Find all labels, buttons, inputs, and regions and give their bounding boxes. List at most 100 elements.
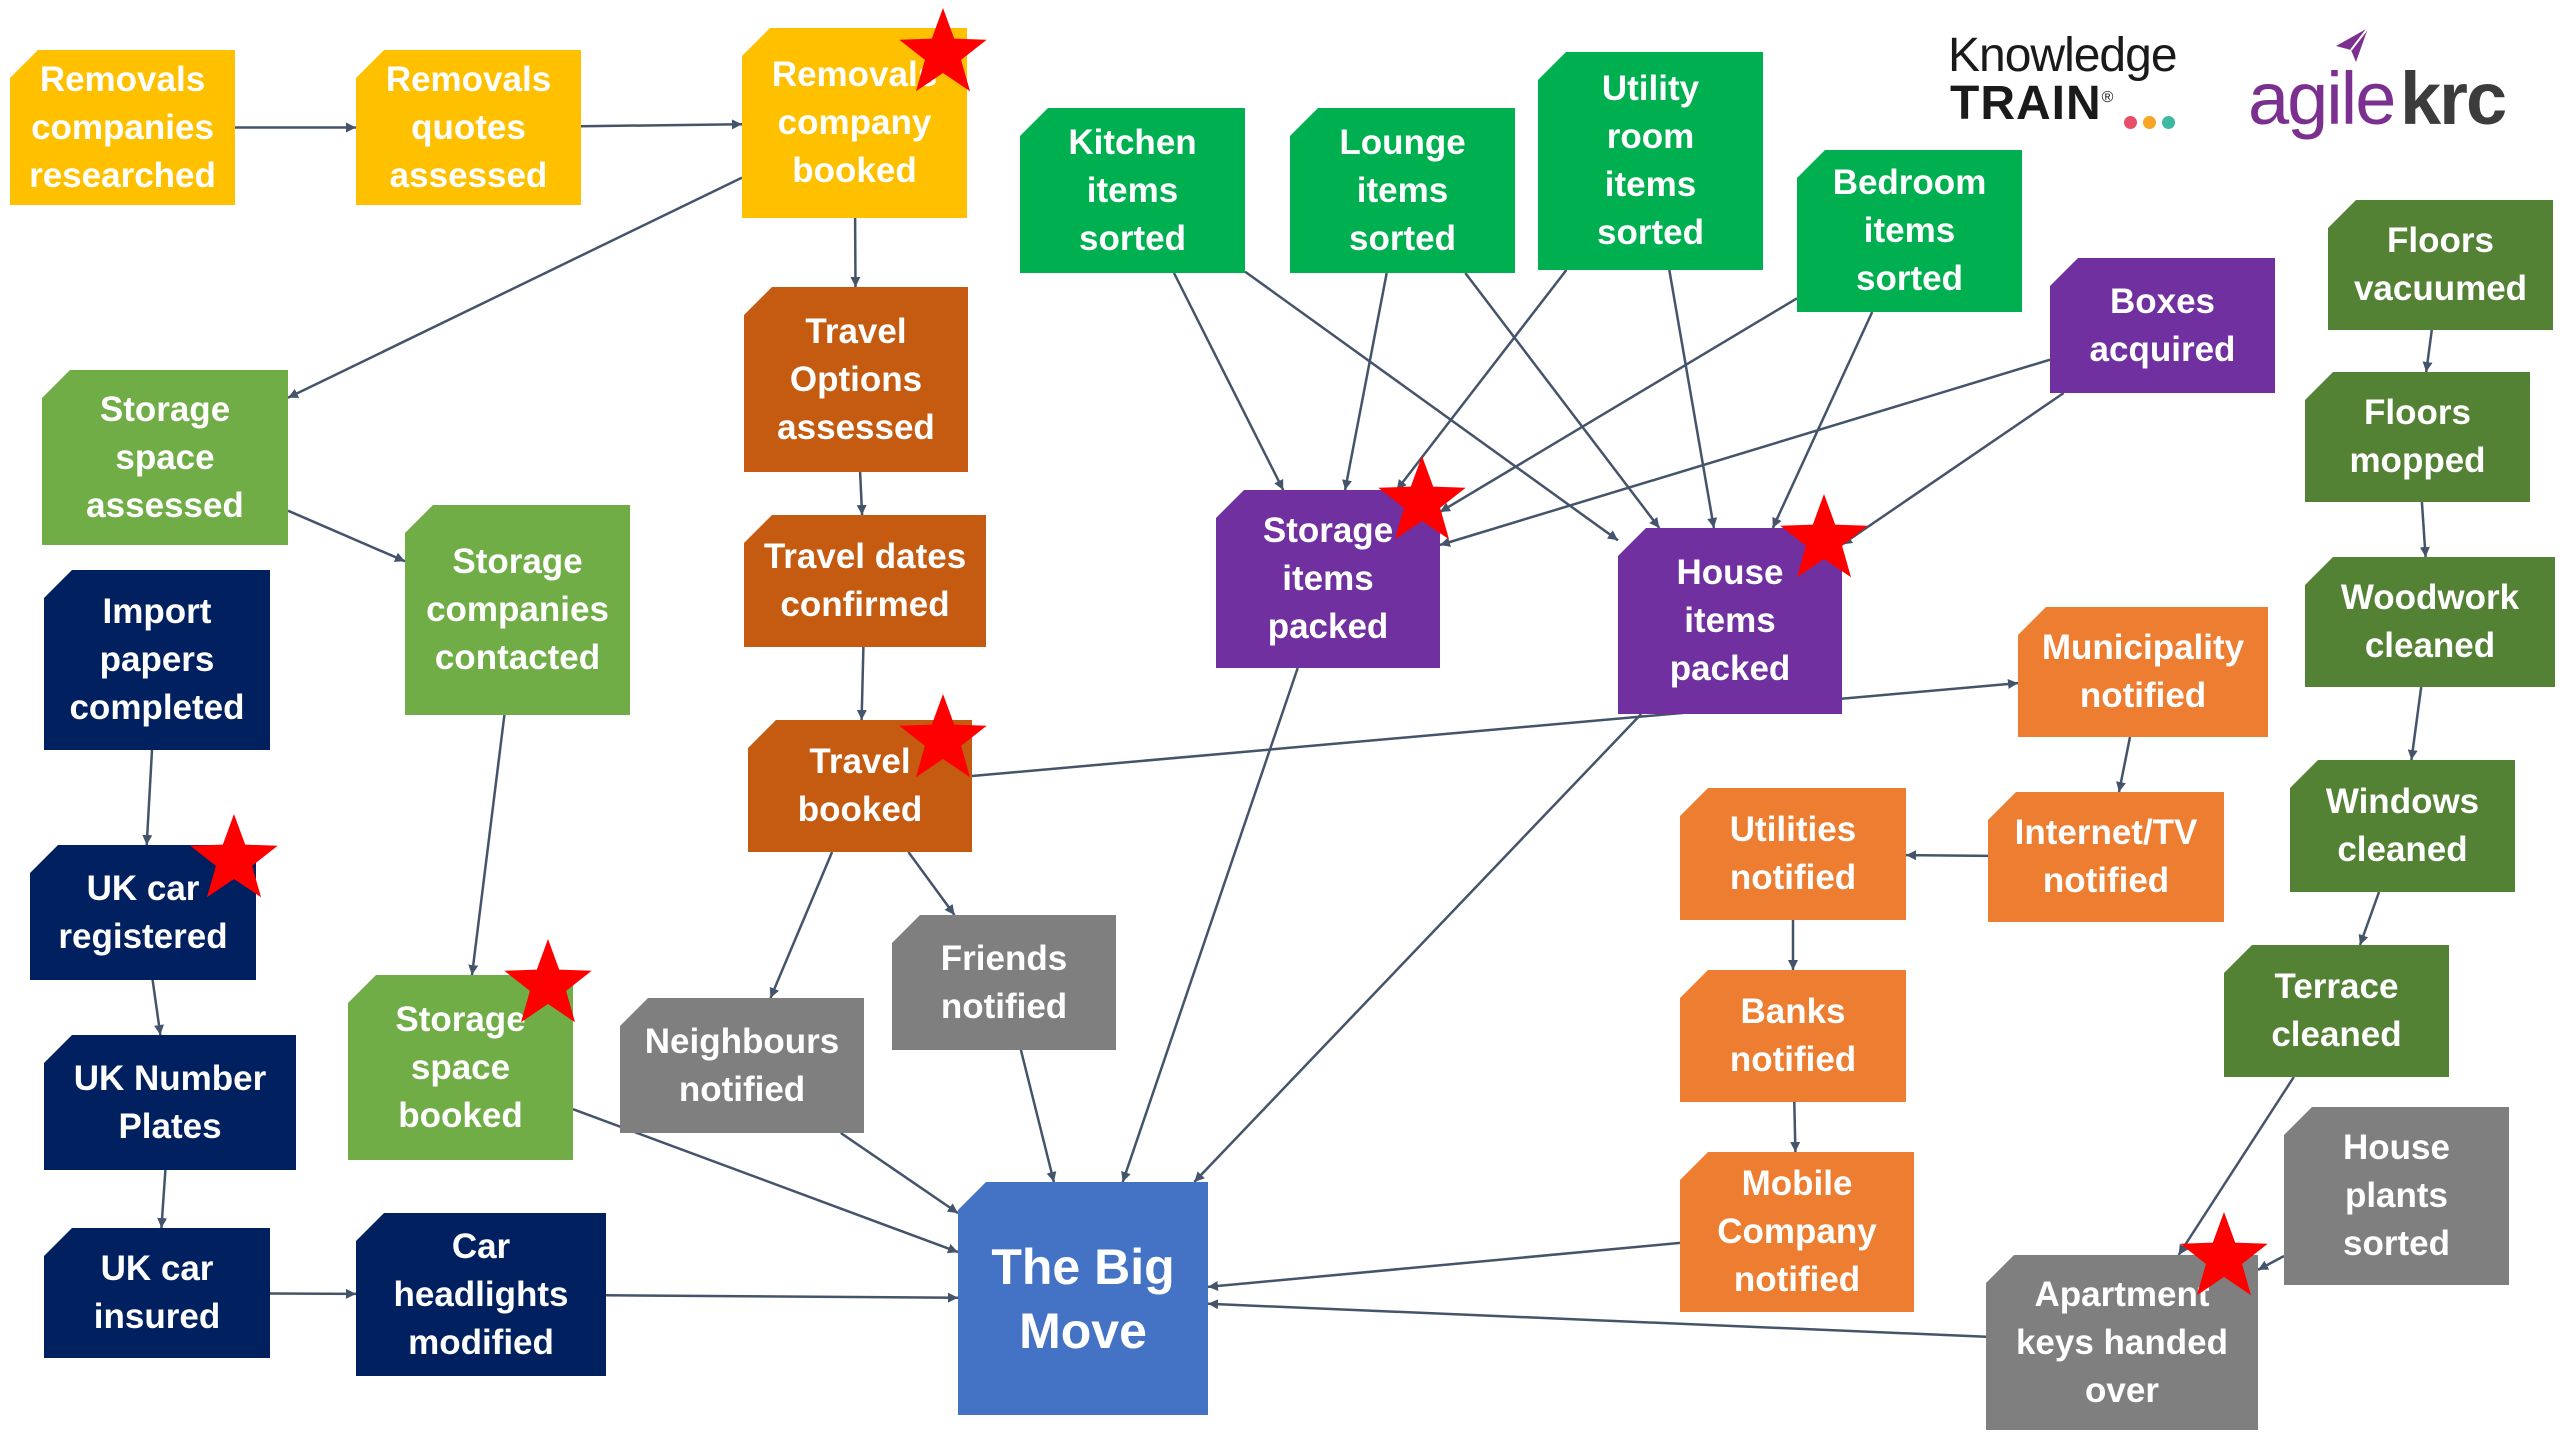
node-label: Neighbours notified xyxy=(644,1021,840,1109)
node-travel-options-assessed: Travel Options assessed xyxy=(744,287,968,472)
node-label: Travel dates confirmed xyxy=(763,537,967,624)
node-label: Storage items packed xyxy=(1262,511,1394,646)
node-label: Friends notified xyxy=(940,938,1068,1026)
node-label: Floors vacuumed xyxy=(2353,221,2528,308)
dependency-arrow xyxy=(1464,272,1661,529)
dependency-arrow xyxy=(1790,1101,1801,1153)
node-label: Municipality notified xyxy=(2041,628,2245,715)
dependency-arrow xyxy=(1207,1241,1681,1291)
node-travel-dates-confirmed: Travel dates confirmed xyxy=(744,515,986,647)
dependency-arrow xyxy=(1439,297,1798,514)
dependency-arrow xyxy=(2407,686,2423,761)
logo-dot xyxy=(2124,116,2137,129)
node-label: Bedroom items sorted xyxy=(1832,163,1987,298)
dependency-arrow xyxy=(856,646,867,721)
critical-star-icon xyxy=(2180,1212,2268,1296)
node-label: Utility room items sorted xyxy=(1597,69,1704,252)
node-label: UK car registered xyxy=(58,868,228,956)
node-label: Banks notified xyxy=(1729,992,1857,1079)
dependency-arrow xyxy=(1121,667,1299,1183)
node-label: Woodwork cleaned xyxy=(2340,578,2520,665)
node-label: Import papers completed xyxy=(69,592,245,727)
dependency-arrow xyxy=(907,851,956,916)
dependency-arrow xyxy=(151,979,164,1036)
knowledge-train-logo: Knowledge TRAIN® xyxy=(1948,24,2208,134)
node-friends-notified: Friends notified xyxy=(892,915,1116,1050)
logo-dot xyxy=(2143,116,2156,129)
dependency-arrow xyxy=(287,176,743,399)
critical-star-icon xyxy=(504,939,592,1023)
node-floors-mopped: Floors mopped xyxy=(2305,372,2530,502)
dependency-arrow xyxy=(971,679,2019,778)
critical-star-icon xyxy=(1378,456,1466,540)
node-label: House items packed xyxy=(1669,553,1791,688)
node-label: UK Number Plates xyxy=(73,1058,267,1146)
node-label: House plants sorted xyxy=(2343,1128,2450,1263)
node-municipality-notified: Municipality notified xyxy=(2018,607,2268,737)
node-label: Boxes acquired xyxy=(2089,281,2236,369)
dependency-arrow xyxy=(1841,391,2065,546)
registered-mark: ® xyxy=(2101,89,2115,106)
node-label: Travel Options assessed xyxy=(777,311,935,447)
dependency-arrow xyxy=(580,119,743,130)
node-woodwork-cleaned: Woodwork cleaned xyxy=(2305,557,2555,687)
node-label: Travel booked xyxy=(797,742,923,829)
agilekrc-logo: agile krc xyxy=(2248,26,2538,140)
node-label: Terrace cleaned xyxy=(2271,967,2402,1054)
node-label: Storage space booked xyxy=(395,999,526,1135)
node-uk-car-insured: UK car insured xyxy=(44,1228,270,1358)
dependency-arrow xyxy=(2116,736,2132,793)
node-label: Utilities notified xyxy=(1729,810,1857,897)
node-floors-vacuumed: Floors vacuumed xyxy=(2328,200,2553,330)
logo-agile-text: agile xyxy=(2248,57,2396,140)
logo-train-word: TRAIN xyxy=(1950,77,2102,130)
node-storage-companies-contacted: Storage companies contacted xyxy=(405,505,630,715)
critical-star-icon xyxy=(899,8,987,92)
logo-dots xyxy=(2124,116,2181,134)
dependency-arrow xyxy=(1905,850,1989,861)
node-storage-space-assessed: Storage space assessed xyxy=(42,370,288,545)
node-label: Storage companies contacted xyxy=(426,542,609,677)
logo-text-line1: Knowledge xyxy=(1948,29,2178,82)
node-removals-companies-researched: Removals companies researched xyxy=(10,50,235,205)
node-label: Storage space assessed xyxy=(86,389,244,525)
critical-star-icon xyxy=(1780,494,1868,578)
node-label: Mobile Company notified xyxy=(1717,1164,1877,1299)
node-import-papers-completed: Import papers completed xyxy=(44,570,270,750)
node-kitchen-items-sorted: Kitchen items sorted xyxy=(1020,108,1245,273)
node-house-plants-sorted: House plants sorted xyxy=(2284,1107,2509,1285)
node-utility-room-items-sorted: Utility room items sorted xyxy=(1538,52,1763,270)
dependency-arrow xyxy=(840,1131,959,1215)
logo-text-line2: TRAIN® xyxy=(1950,76,2114,131)
node-label: Windows cleaned xyxy=(2325,782,2480,869)
dependency-arrow xyxy=(1193,713,1643,1183)
dependency-arrow xyxy=(287,509,406,563)
dependency-arrow xyxy=(2419,501,2430,558)
node-label: Removals companies researched xyxy=(29,59,216,195)
node-uk-number-plates: UK Number Plates xyxy=(44,1035,296,1170)
node-label: Kitchen items sorted xyxy=(1068,122,1197,258)
dependency-arrow xyxy=(856,471,867,516)
node-label: Removals quotes assessed xyxy=(385,59,552,195)
node-label: The Big Move xyxy=(991,1238,1175,1359)
node-label: Lounge items sorted xyxy=(1339,122,1466,258)
paper-plane-icon xyxy=(2336,27,2369,62)
logo-dot xyxy=(2162,116,2175,129)
node-the-big-move: The Big Move xyxy=(958,1182,1208,1415)
node-apartment-keys-handed-over: Apartment keys handed over xyxy=(1986,1255,2258,1430)
dependency-arrow xyxy=(2358,891,2381,946)
dependency-arrow xyxy=(142,749,154,846)
node-car-headlights-modified: Car headlights modified xyxy=(356,1213,606,1376)
dependency-arrow xyxy=(1668,269,1718,529)
node-label: Apartment keys handed over xyxy=(2015,1274,2229,1410)
dependency-arrow xyxy=(1439,358,2051,547)
node-label: Removals company booked xyxy=(771,55,938,190)
dependency-arrow xyxy=(157,1169,168,1229)
node-label: Internet/TV notified xyxy=(2014,813,2198,900)
dependency-arrow xyxy=(1019,1049,1057,1183)
dependency-arrow xyxy=(605,1292,959,1303)
node-bedroom-items-sorted: Bedroom items sorted xyxy=(1797,150,2022,312)
node-lounge-items-sorted: Lounge items sorted xyxy=(1290,108,1515,273)
node-banks-notified: Banks notified xyxy=(1680,970,1906,1102)
